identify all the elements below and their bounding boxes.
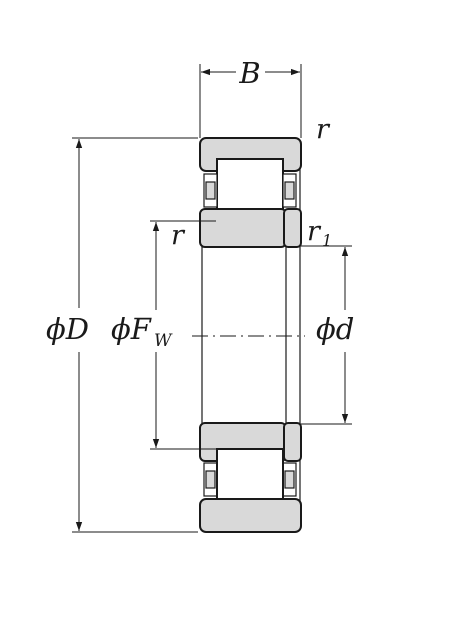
- dimension-fw: ϕF W: [111, 220, 216, 450]
- label-phi-d-bore: ϕd: [316, 312, 354, 346]
- d-outer-letter: D: [65, 312, 89, 346]
- cage-top-left-inner: [205, 181, 216, 200]
- label-r1-main: r: [307, 216, 322, 247]
- bearing-section: [192, 137, 305, 533]
- label-fw-sub: W: [154, 331, 173, 351]
- phi-symbol: ϕ: [316, 312, 336, 346]
- fw-letter: F: [130, 312, 152, 346]
- label-r1-sub: 1: [322, 231, 332, 250]
- d-bore-letter: d: [336, 312, 355, 346]
- cage-bottom-left-inner: [205, 470, 216, 489]
- inner-ring-top-rib: [283, 208, 302, 248]
- phi-symbol: ϕ: [111, 312, 131, 346]
- label-r-top: r: [316, 114, 331, 145]
- dimension-d-outer: ϕD: [46, 137, 198, 533]
- cage-bottom-right-inner: [284, 470, 295, 489]
- inner-ring-top: [199, 208, 287, 248]
- label-r-mid: r: [171, 220, 186, 251]
- label-phi-fw: ϕF: [111, 312, 152, 346]
- dimension-d-bore: ϕd: [300, 245, 354, 425]
- inner-ring-bottom-rib: [283, 422, 302, 462]
- outer-ring-bottom: [199, 498, 302, 533]
- cage-top-right-inner: [284, 181, 295, 200]
- dimension-b: B: [199, 56, 302, 138]
- label-phi-d-outer: ϕD: [46, 312, 89, 346]
- phi-symbol: ϕ: [46, 312, 66, 346]
- label-r1: r 1: [307, 216, 332, 250]
- label-b: B: [238, 56, 260, 90]
